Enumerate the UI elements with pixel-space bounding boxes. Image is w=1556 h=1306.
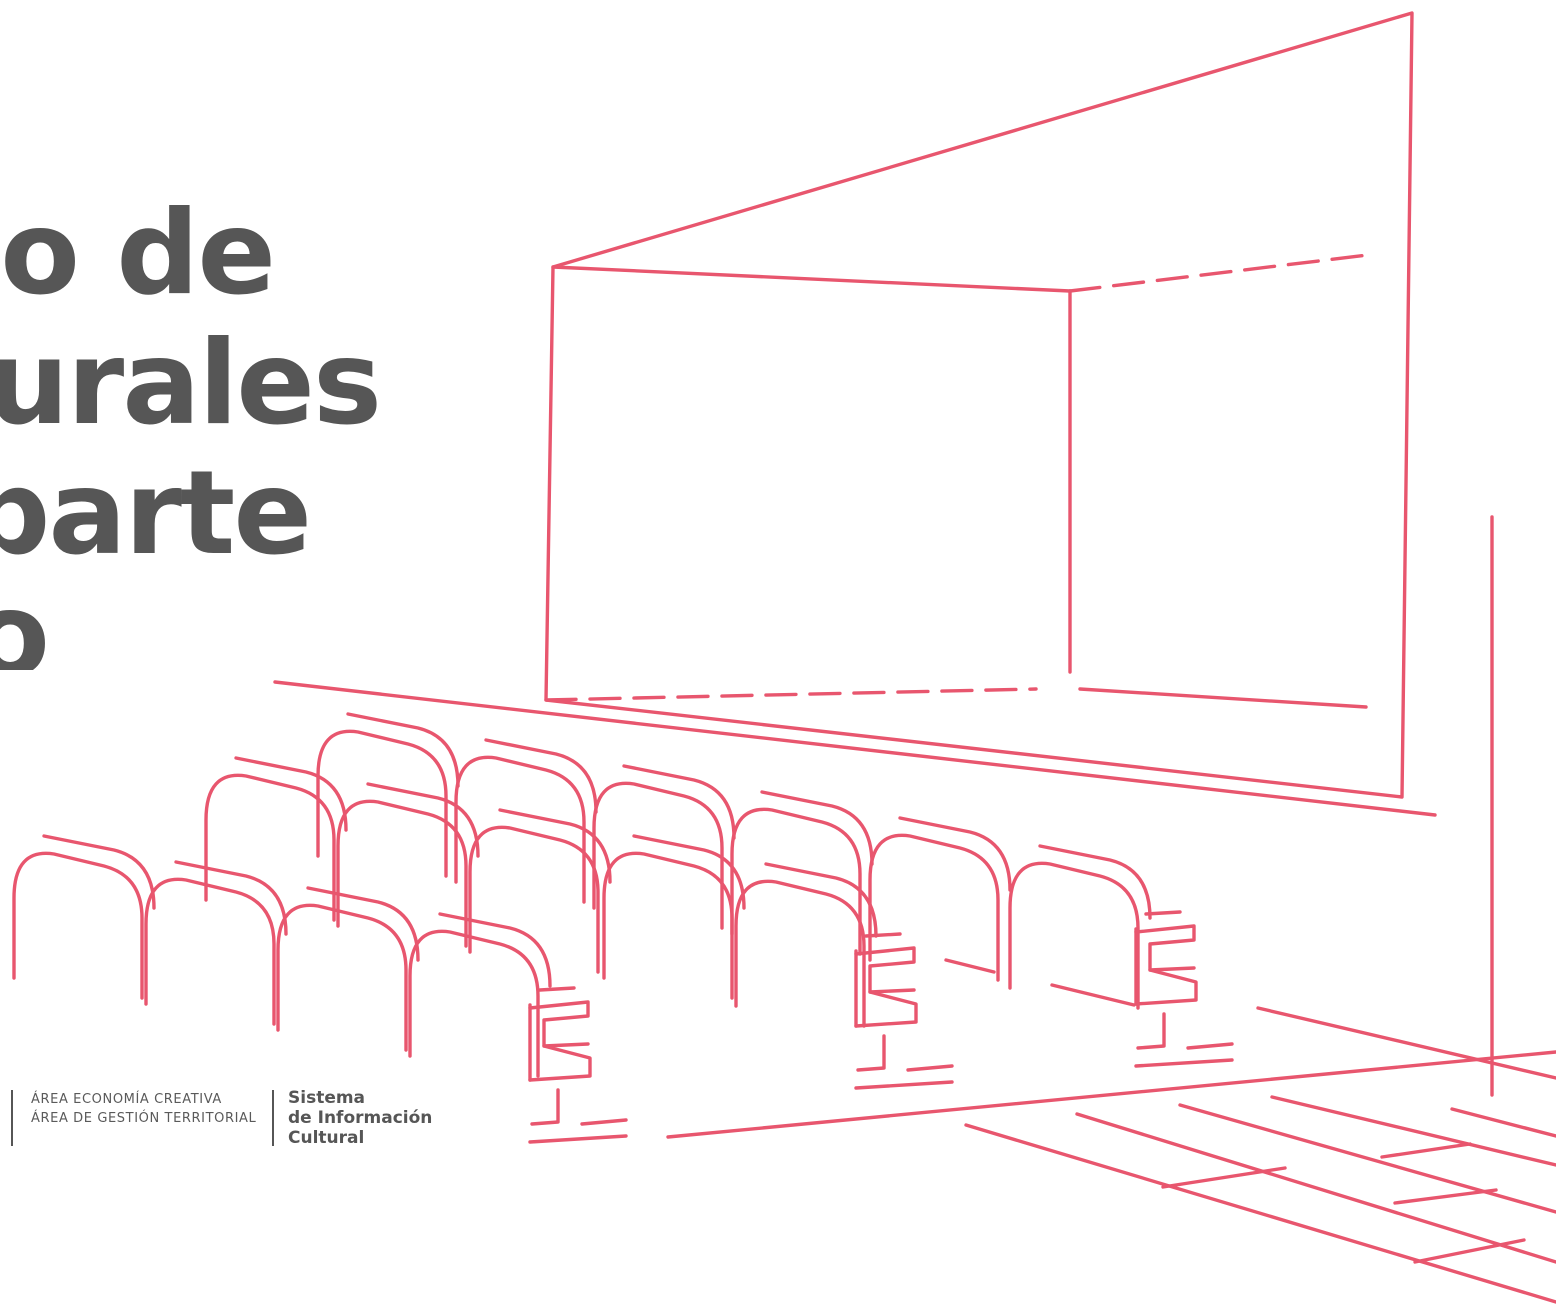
brand-line-3: Cultural [288,1128,365,1148]
cover-title: nto de lturales r parte o [0,190,560,671]
title-line-1: nto de [0,190,276,321]
stage-edge [273,680,1437,817]
seats-back-row [316,712,1152,1010]
title-line-2: lturales [0,316,382,451]
projection-screen [544,11,1414,799]
brand-line-2: de Información [288,1108,433,1128]
footer-divider-left [11,1090,13,1146]
footer-divider-mid [272,1090,274,1146]
brand-logo-text: Sistema de Información Cultural [288,1088,448,1148]
title-line-4: o [0,568,50,671]
title-line-3: r parte [0,446,312,581]
folded-seats [528,910,1234,1144]
brand-line-1: Sistema [288,1088,366,1108]
area-gestion-territorial: ÁREA DE GESTIÓN TERRITORIAL [31,1111,257,1126]
floor-lines [666,1006,1556,1304]
area-economia-creativa: ÁREA ECONOMÍA CREATIVA [31,1092,222,1107]
footer-areas: ÁREA ECONOMÍA CREATIVA ÁREA DE GESTIÓN T… [31,1090,261,1128]
seats-middle-row [204,756,878,1028]
